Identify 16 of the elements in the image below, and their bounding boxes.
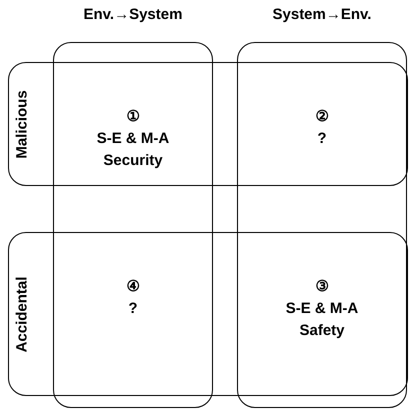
number-mark: ② bbox=[316, 107, 328, 127]
row-band bbox=[8, 232, 408, 396]
cell-text: ? bbox=[317, 129, 327, 149]
column-heading: Env.→System bbox=[84, 6, 182, 23]
column-band bbox=[53, 42, 213, 408]
number-mark: ① bbox=[126, 107, 140, 127]
column-heading: System→Env. bbox=[272, 6, 372, 23]
column-band bbox=[237, 42, 407, 408]
cell-text: S-E & M-A Safety bbox=[284, 299, 360, 341]
number-mark: ③ bbox=[316, 277, 328, 297]
row-heading: Malicious bbox=[14, 90, 31, 158]
number-mark: ④ bbox=[126, 277, 140, 297]
cell-text: ? bbox=[128, 299, 138, 319]
row-band bbox=[8, 62, 408, 186]
row-heading: Accidental bbox=[13, 276, 30, 352]
cell-text: S-E & M-A Security bbox=[96, 129, 170, 171]
